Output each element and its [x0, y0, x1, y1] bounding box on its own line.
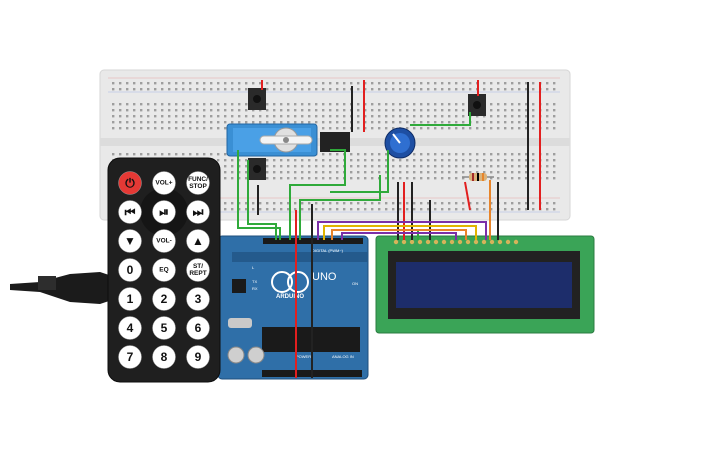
pushbutton-1[interactable] — [248, 88, 266, 110]
remote-one-button[interactable]: 1 — [118, 287, 142, 311]
remote-six-button[interactable]: 6 — [186, 316, 210, 340]
remote-eq-label: EQ — [159, 267, 168, 274]
servo-motor[interactable] — [226, 123, 350, 157]
remote-vol-up-label: VOL+ — [155, 180, 172, 187]
remote-four-button[interactable]: 4 — [118, 316, 142, 340]
lcd-pin-header — [393, 239, 519, 245]
remote-func-stop-button[interactable]: FUNC/STOP — [186, 171, 210, 195]
remote-six-label: 6 — [195, 321, 202, 335]
remote-down-label: ▼ — [124, 234, 136, 248]
remote-fast-forward-label: ⏭ — [193, 205, 204, 219]
remote-play-pause-button[interactable]: ⏯ — [152, 200, 176, 224]
remote-zero-button[interactable]: 0 — [118, 258, 142, 282]
pushbutton-2[interactable] — [248, 158, 266, 180]
analog-label: ANALOG IN — [332, 354, 354, 359]
arduino-model: UNO — [312, 271, 337, 283]
wires — [237, 80, 541, 378]
remote-four-label: 4 — [127, 321, 134, 335]
tx-label: TX — [252, 279, 257, 284]
rx-label: RX — [252, 286, 258, 291]
remote-keypad: ⏻ VOL+ FUNC/STOP ⏮ ⏯ ⏭ ▼ VOL- ▲ 0 EQ ST/REPT 1 2 3 4 5 6 7… — [118, 171, 210, 369]
remote-up-label: ▲ — [192, 234, 204, 248]
resistor[interactable] — [462, 173, 494, 181]
remote-zero-label: 0 — [127, 263, 134, 277]
on-label: ON — [352, 281, 358, 286]
remote-vol-down-label: VOL- — [156, 238, 172, 245]
remote-one-label: 1 — [127, 292, 134, 306]
remote-st-rept-label: REPT — [189, 270, 206, 277]
remote-seven-label: 7 — [127, 350, 134, 364]
remote-st-rept-label: ST/ — [193, 263, 203, 270]
remote-down-button[interactable]: ▼ — [118, 229, 142, 253]
remote-eq-button[interactable]: EQ — [152, 258, 176, 282]
l-label: L — [252, 265, 255, 270]
remote-play-pause-label: ⏯ — [159, 205, 169, 219]
ir-remote[interactable]: ⏻ VOL+ FUNC/STOP ⏮ ⏯ ⏭ ▼ VOL- ▲ 0 EQ ST/REPT 1 2 3 4 5 6 7… — [10, 157, 221, 383]
remote-nine-label: 9 — [195, 350, 202, 364]
remote-up-button[interactable]: ▲ — [186, 229, 210, 253]
lcd-16x2[interactable] — [375, 235, 595, 334]
remote-fast-forward-button[interactable]: ⏭ — [186, 200, 210, 224]
remote-three-button[interactable]: 3 — [186, 287, 210, 311]
remote-func-stop-label: FUNC/ — [188, 176, 208, 183]
remote-power-button[interactable]: ⏻ — [118, 171, 142, 195]
remote-rewind-button[interactable]: ⏮ — [118, 200, 142, 224]
arduino-uno-board[interactable]: ARDUINO UNO DIGITAL (PWM~) POWER ANALOG … — [217, 235, 369, 380]
potentiometer[interactable] — [384, 127, 416, 159]
remote-vol-down-button[interactable]: VOL- — [152, 229, 176, 253]
remote-st-rept-button[interactable]: ST/REPT — [186, 258, 210, 282]
digital-label: DIGITAL (PWM~) — [312, 248, 344, 253]
remote-eight-button[interactable]: 8 — [152, 345, 176, 369]
remote-nine-button[interactable]: 9 — [186, 345, 210, 369]
remote-func-stop-label: STOP — [189, 183, 207, 190]
remote-vol-up-button[interactable]: VOL+ — [152, 171, 176, 195]
pushbutton-3[interactable] — [468, 94, 486, 116]
remote-five-button[interactable]: 5 — [152, 316, 176, 340]
arduino-brand: ARDUINO — [276, 294, 304, 300]
remote-rewind-label: ⏮ — [125, 205, 136, 219]
remote-three-label: 3 — [195, 292, 202, 306]
remote-seven-button[interactable]: 7 — [118, 345, 142, 369]
remote-eight-label: 8 — [161, 350, 168, 364]
remote-two-label: 2 — [161, 292, 168, 306]
power-label: POWER — [296, 354, 311, 359]
remote-power-label: ⏻ — [125, 176, 135, 190]
remote-five-label: 5 — [161, 321, 168, 335]
remote-two-button[interactable]: 2 — [152, 287, 176, 311]
